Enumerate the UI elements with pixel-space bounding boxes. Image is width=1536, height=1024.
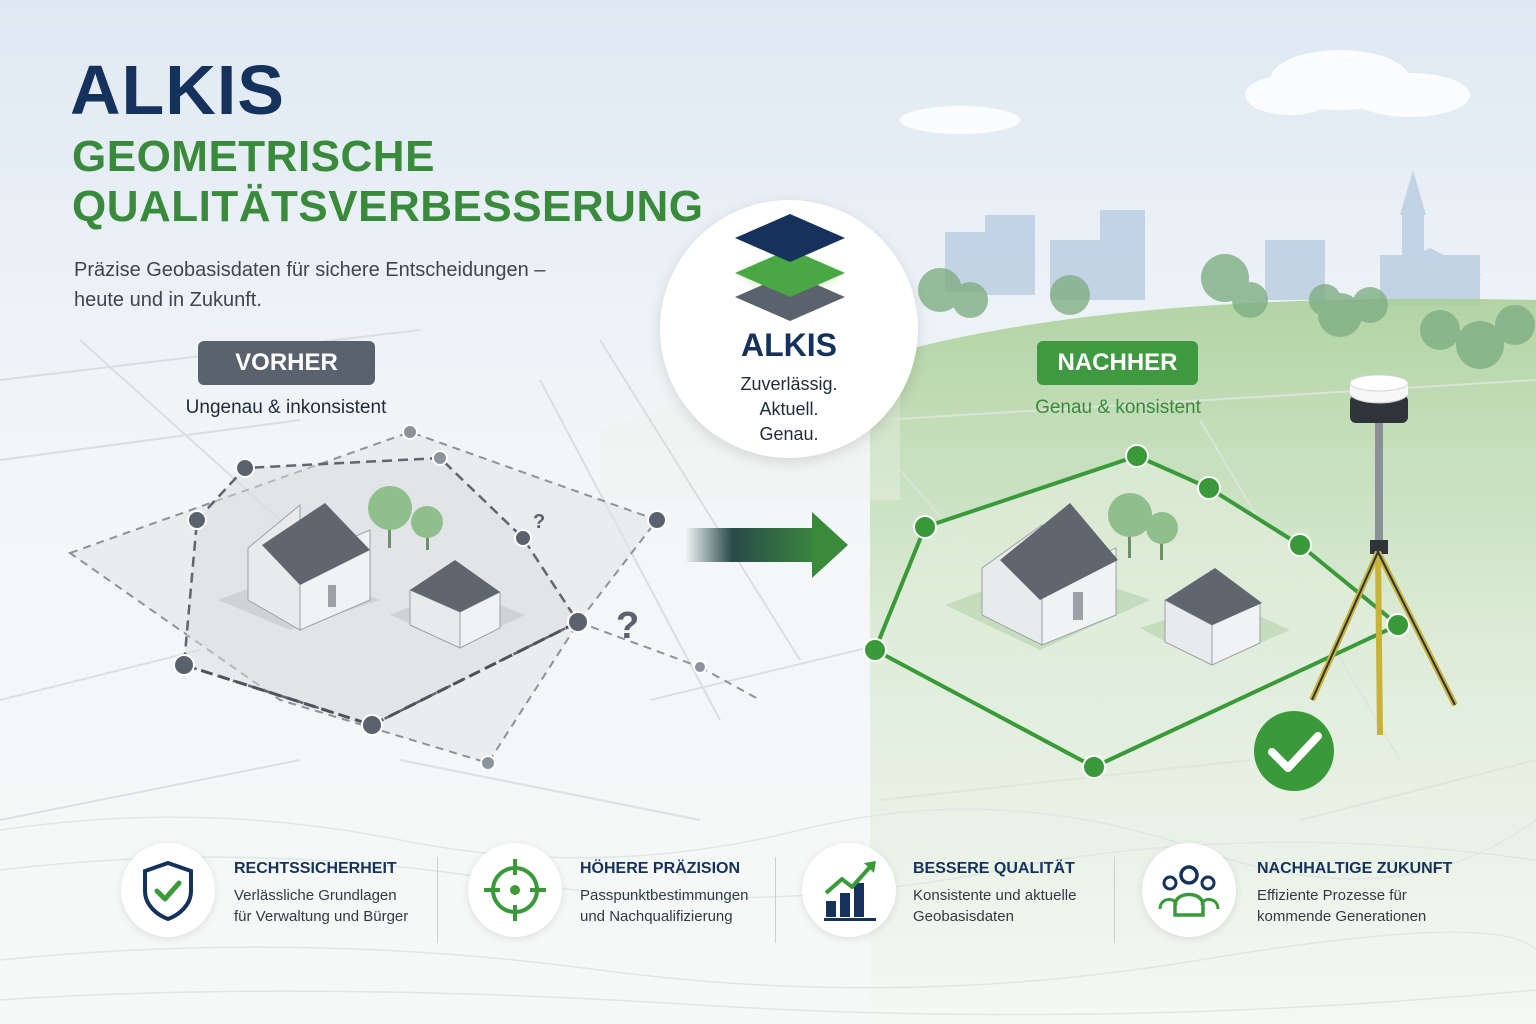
after-boundary <box>872 453 1402 770</box>
feature-divider <box>437 857 438 943</box>
gnss-tripod-icon <box>1309 374 1458 736</box>
feature-4-desc-line-1: Effiziente Prozesse für <box>1257 887 1407 904</box>
feature-divider <box>775 857 776 943</box>
feature-2-title: HÖHERE PRÄZISION <box>580 860 741 877</box>
feature-1-desc-line-2: für Verwaltung und Bürger <box>234 908 409 925</box>
before-trees <box>368 486 443 550</box>
after-house-large <box>945 503 1150 650</box>
after-trees <box>1108 493 1178 560</box>
subtitle-line-2: QUALITÄTSVERBESSERUNG <box>72 182 704 231</box>
check-badge-icon <box>1254 711 1334 791</box>
center-line-1: Zuverlässig. <box>740 374 838 394</box>
question-mark-small-icon: ? <box>533 511 545 533</box>
before-house-large <box>218 503 380 631</box>
after-caption: Genau & konsistent <box>1035 397 1201 418</box>
bar-chart-trend-icon <box>802 843 896 937</box>
people-group-icon <box>1142 843 1236 937</box>
crosshair-target-icon <box>468 843 562 937</box>
page-subtitle-heading: GEOMETRISCHE QUALITÄTSVERBESSERUNG <box>72 132 703 232</box>
feature-2-desc-line-1: Passpunktbestimmungen <box>580 887 749 904</box>
before-after-arrow <box>685 512 848 578</box>
feature-2-desc: Passpunktbestimmungen und Nachqualifizie… <box>580 885 790 927</box>
tagline-line-1: Präzise Geobasisdaten für sichere Entsch… <box>74 259 546 281</box>
tagline-line-2: heute und in Zukunft. <box>74 289 262 311</box>
feature-4-desc: Effiziente Prozesse für kommende Generat… <box>1257 885 1467 927</box>
stacked-layers-icon <box>735 214 845 321</box>
feature-3-desc-line-1: Konsistente und aktuelle <box>913 887 1077 904</box>
feature-4-title: NACHHALTIGE ZUKUNFT <box>1257 860 1453 877</box>
before-caption: Ungenau & inkonsistent <box>185 397 387 418</box>
before-survey-points <box>173 424 707 771</box>
feature-1-desc: Verlässliche Grundlagen für Verwaltung u… <box>234 885 444 927</box>
feature-1-title: RECHTSSICHERHEIT <box>234 860 397 877</box>
feature-3-desc: Konsistente und aktuelle Geobasisdaten <box>913 885 1123 927</box>
before-house-small <box>390 560 525 649</box>
feature-3-desc-line-2: Geobasisdaten <box>913 908 1014 925</box>
page-title: ALKIS <box>70 51 285 129</box>
after-survey-points <box>863 444 1410 779</box>
center-title: ALKIS <box>741 327 837 363</box>
feature-2-desc-line-2: und Nachqualifizierung <box>580 908 733 925</box>
after-label: NACHHER <box>1037 341 1198 385</box>
tagline: Präzise Geobasisdaten für sichere Entsch… <box>74 255 614 315</box>
after-house-small <box>1140 568 1290 666</box>
question-mark-icon: ? <box>616 605 639 647</box>
center-line-2: Aktuell. <box>759 399 819 419</box>
feature-3-title: BESSERE QUALITÄT <box>913 860 1075 877</box>
subtitle-line-1: GEOMETRISCHE <box>72 132 435 181</box>
feature-1-desc-line-1: Verlässliche Grundlagen <box>234 887 397 904</box>
before-label: VORHER <box>198 341 375 385</box>
center-line-3: Genau. <box>759 424 819 444</box>
feature-divider <box>1114 857 1115 943</box>
shield-check-icon <box>121 843 215 937</box>
feature-4-desc-line-2: kommende Generationen <box>1257 908 1427 925</box>
